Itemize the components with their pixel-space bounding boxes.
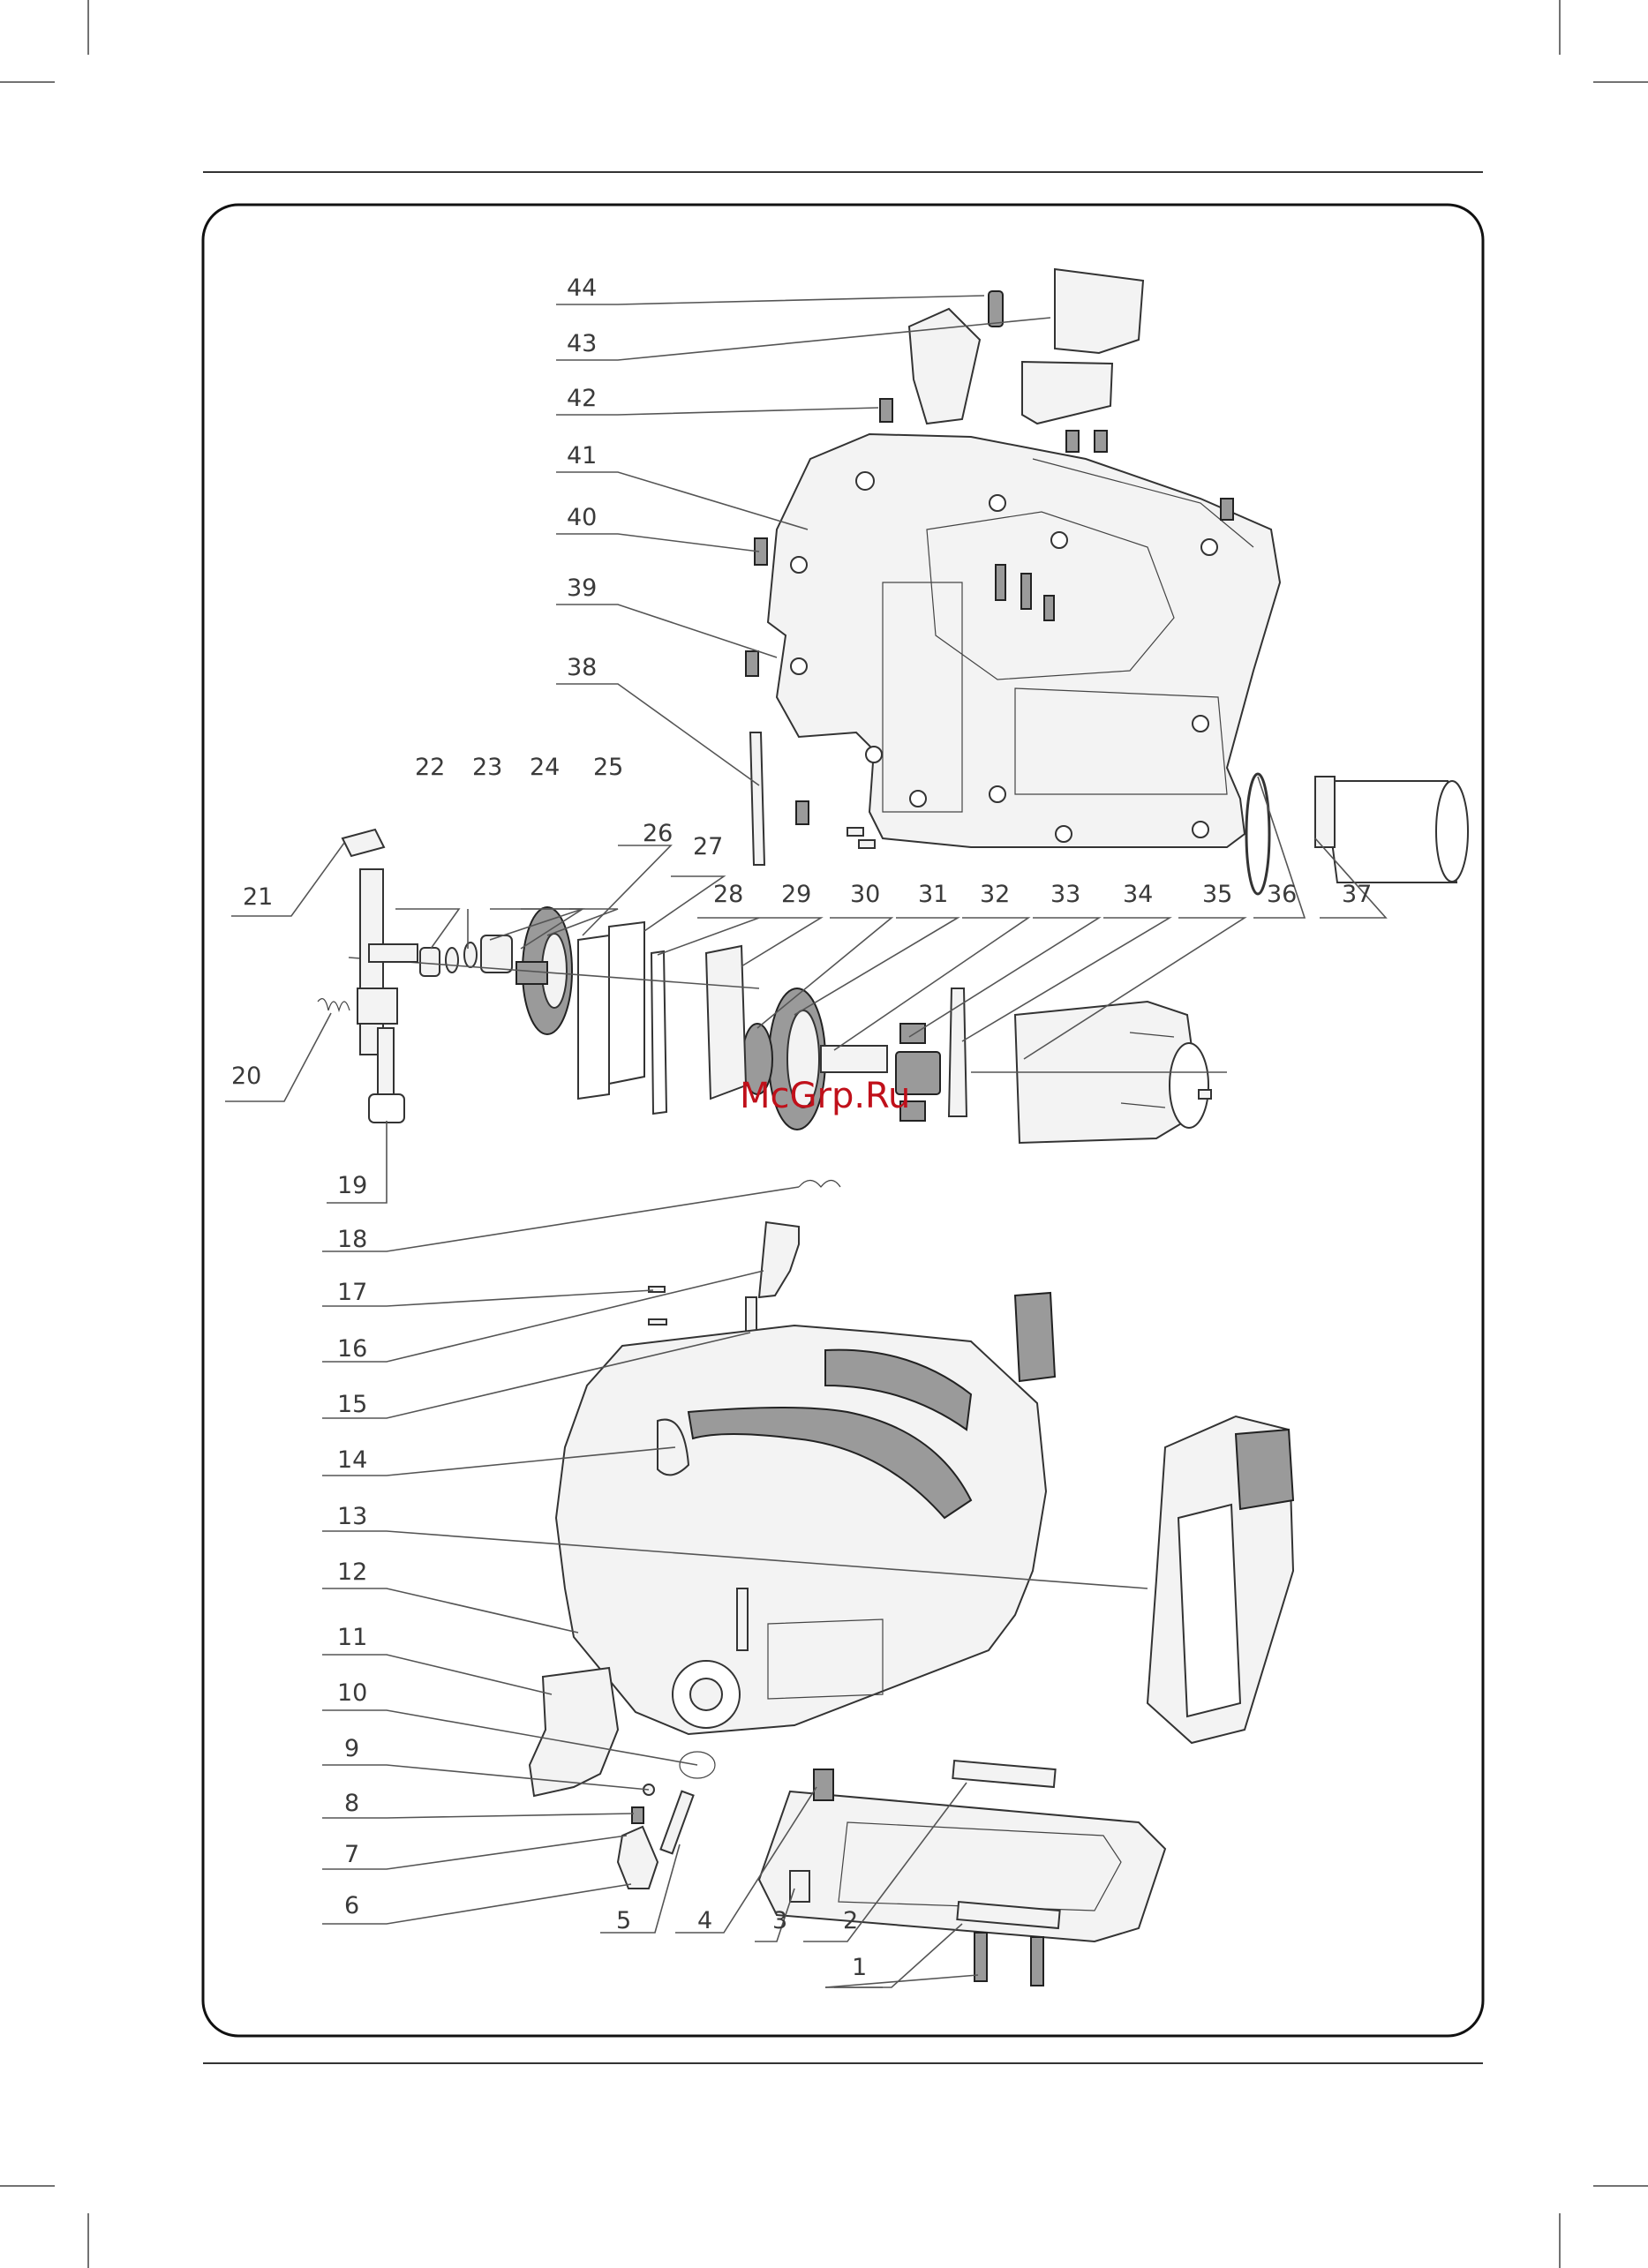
washer-23 — [464, 942, 477, 967]
callout-30: 30 — [850, 881, 880, 908]
callout-29: 29 — [781, 881, 811, 908]
watermark: McGrp.Ru — [740, 1076, 910, 1116]
battery-pack — [1148, 1416, 1293, 1743]
callout-7: 7 — [344, 1841, 359, 1868]
callout-44: 44 — [567, 274, 597, 302]
callout-25: 25 — [593, 754, 623, 781]
rod-38 — [750, 732, 764, 865]
callout-4: 4 — [697, 1907, 712, 1934]
callout-23: 23 — [472, 754, 502, 781]
callout-18: 18 — [337, 1226, 367, 1253]
callout-16: 16 — [337, 1335, 367, 1363]
callout-41: 41 — [567, 442, 597, 469]
callout-8: 8 — [344, 1790, 359, 1817]
callout-39: 39 — [567, 575, 597, 602]
callout-5: 5 — [616, 1907, 631, 1934]
callout-9: 9 — [344, 1735, 359, 1762]
bracket-34 — [949, 988, 967, 1116]
callout-28: 28 — [713, 881, 743, 908]
callout-42: 42 — [567, 385, 597, 412]
callout-24: 24 — [530, 754, 560, 781]
housing-half — [768, 434, 1280, 847]
callout-3: 3 — [772, 1907, 787, 1934]
callout-22: 22 — [415, 754, 445, 781]
callout-2: 2 — [843, 1907, 858, 1934]
bushing-22 — [420, 948, 440, 976]
callout-15: 15 — [337, 1391, 367, 1418]
base-plate — [759, 1761, 1165, 1986]
callout-33: 33 — [1050, 881, 1080, 908]
callout-38: 38 — [567, 654, 597, 681]
callout-20: 20 — [231, 1063, 261, 1090]
callout-19: 19 — [337, 1172, 367, 1199]
callout-26: 26 — [643, 820, 673, 847]
callout-36: 36 — [1267, 881, 1297, 908]
plate-26 — [578, 935, 609, 1099]
callout-12: 12 — [337, 1558, 367, 1586]
main-body — [556, 1326, 1046, 1734]
plate-27 — [609, 922, 644, 1084]
switch-assembly — [909, 269, 1143, 424]
callout-14: 14 — [337, 1446, 367, 1474]
callout-10: 10 — [337, 1679, 367, 1707]
plate-28 — [651, 951, 666, 1114]
callout-32: 32 — [980, 881, 1010, 908]
callout-34: 34 — [1123, 881, 1153, 908]
callout-11: 11 — [337, 1624, 367, 1651]
trigger-block — [1015, 1293, 1055, 1381]
callout-43: 43 — [567, 330, 597, 357]
callout-27: 27 — [693, 833, 723, 860]
callout-17: 17 — [337, 1279, 367, 1306]
callout-13: 13 — [337, 1503, 367, 1530]
callout-31: 31 — [918, 881, 948, 908]
bearing-24 — [481, 935, 512, 973]
lever-parts — [649, 1181, 840, 1335]
front-guard — [530, 1668, 618, 1796]
sleeve-37 — [1315, 777, 1468, 882]
callout-21: 21 — [243, 883, 273, 911]
washer-22a — [446, 948, 458, 973]
o-ring — [1246, 774, 1269, 894]
small-parts — [618, 1752, 715, 1889]
plunger-19 — [318, 830, 418, 1123]
callout-35: 35 — [1202, 881, 1232, 908]
callout-6: 6 — [344, 1892, 359, 1919]
callout-37: 37 — [1342, 881, 1372, 908]
callout-40: 40 — [567, 504, 597, 531]
callout-1: 1 — [852, 1954, 867, 1981]
